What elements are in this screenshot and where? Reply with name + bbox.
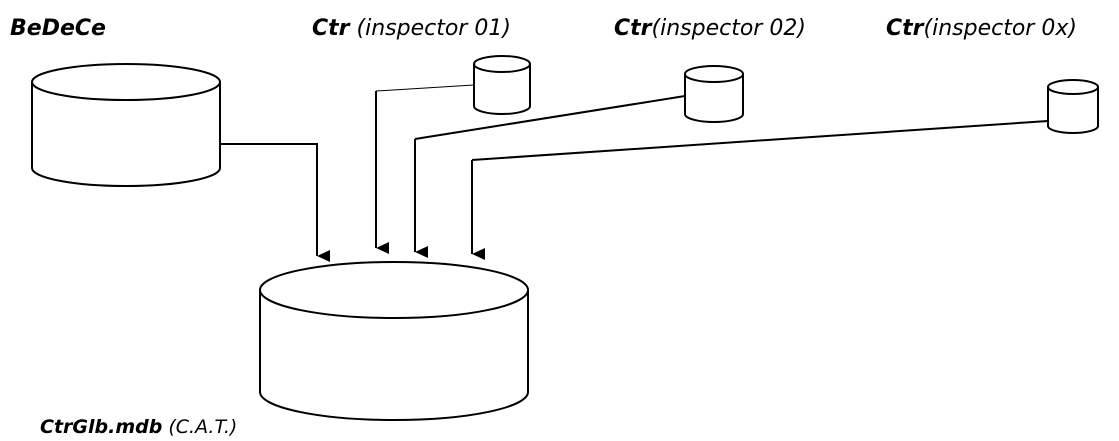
- inspector-01-database-cylinder: [473, 55, 531, 115]
- inspector-02-label-rest: (inspector 02): [651, 16, 806, 41]
- bedece-label: BeDeCe: [10, 18, 106, 40]
- inspector-0x-label-bold: Ctr: [886, 16, 924, 41]
- inspector-02-database-cylinder: [684, 65, 744, 123]
- inspector-01-label-bold: Ctr: [312, 16, 350, 41]
- inspector-01-to-central-connector: [375, 84, 475, 254]
- central-db-label-rest: (C.A.T.): [162, 416, 238, 438]
- bedece-to-central-connector: [220, 143, 330, 262]
- central-db-label-bold: CtrGlb.mdb: [40, 416, 163, 438]
- inspector-0x-to-central-connector: [471, 120, 1049, 260]
- inspector-01-label: Ctr (inspector 01): [312, 18, 511, 40]
- inspector-01-label-rest: (inspector 01): [349, 16, 511, 41]
- bedece-database-cylinder: [31, 63, 221, 187]
- inspector-02-to-central-connector: [414, 95, 686, 258]
- bedece-label-bold: BeDeCe: [10, 16, 106, 41]
- inspector-0x-label: Ctr(inspector 0x): [886, 18, 1077, 40]
- central-database-cylinder: [259, 261, 529, 421]
- inspector-0x-database-cylinder: [1047, 79, 1099, 134]
- inspector-02-label: Ctr(inspector 02): [614, 18, 806, 40]
- inspector-02-label-bold: Ctr: [614, 16, 652, 41]
- central-db-label: CtrGlb.mdb (C.A.T.): [40, 418, 237, 437]
- inspector-0x-label-rest: (inspector 0x): [923, 16, 1077, 41]
